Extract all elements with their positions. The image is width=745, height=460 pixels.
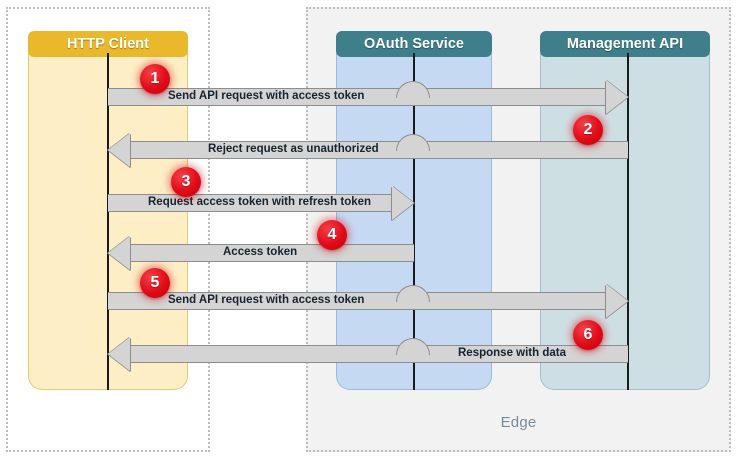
step-badge-4: 4 [317,220,347,250]
message-label-1: Send API request with access token [168,90,365,102]
edge-boundary-label: Edge [500,414,537,431]
participant-header-management-api: Management API [540,31,710,57]
message-arrow-2: Reject request as unauthorized [108,133,628,167]
arrow-shaft [130,244,414,262]
arrow-shaft [130,345,628,363]
arrow-shaft [130,141,628,159]
arrowhead-right-icon [392,186,414,220]
message-arrow-3: Request access token with refresh token [108,186,414,220]
step-badge-3: 3 [171,167,201,197]
lifeline-http-client [107,53,109,390]
arrowhead-left-icon [108,337,130,371]
message-label-5: Send API request with access token [168,294,365,306]
message-label-6: Response with data [458,347,566,359]
arrowhead-right-icon [606,80,628,114]
lifeline-management-api [627,53,629,390]
arrow-shaft [108,88,606,106]
message-label-2: Reject request as unauthorized [208,143,379,155]
arrowhead-left-icon [108,236,130,270]
arrowhead-left-icon [108,133,130,167]
message-label-4: Access token [223,246,298,258]
lifeline-oauth-service [413,53,415,390]
step-badge-2: 2 [573,115,603,145]
step-badge-1: 1 [140,64,170,94]
arrow-shaft [108,194,392,212]
step-badge-6: 6 [573,320,603,350]
client-boundary-box [6,7,210,452]
message-label-3: Request access token with refresh token [148,196,372,208]
message-arrow-5: Send API request with access token [108,284,628,318]
participant-header-oauth-service: OAuth Service [336,31,492,57]
participant-header-http-client: HTTP Client [28,31,188,57]
arrow-shaft [108,292,606,310]
step-badge-5: 5 [140,268,170,298]
message-arrow-6: Response with data [108,337,628,371]
message-arrow-4: Access token [108,236,414,270]
message-arrow-1: Send API request with access token [108,80,628,114]
arrowhead-right-icon [606,284,628,318]
